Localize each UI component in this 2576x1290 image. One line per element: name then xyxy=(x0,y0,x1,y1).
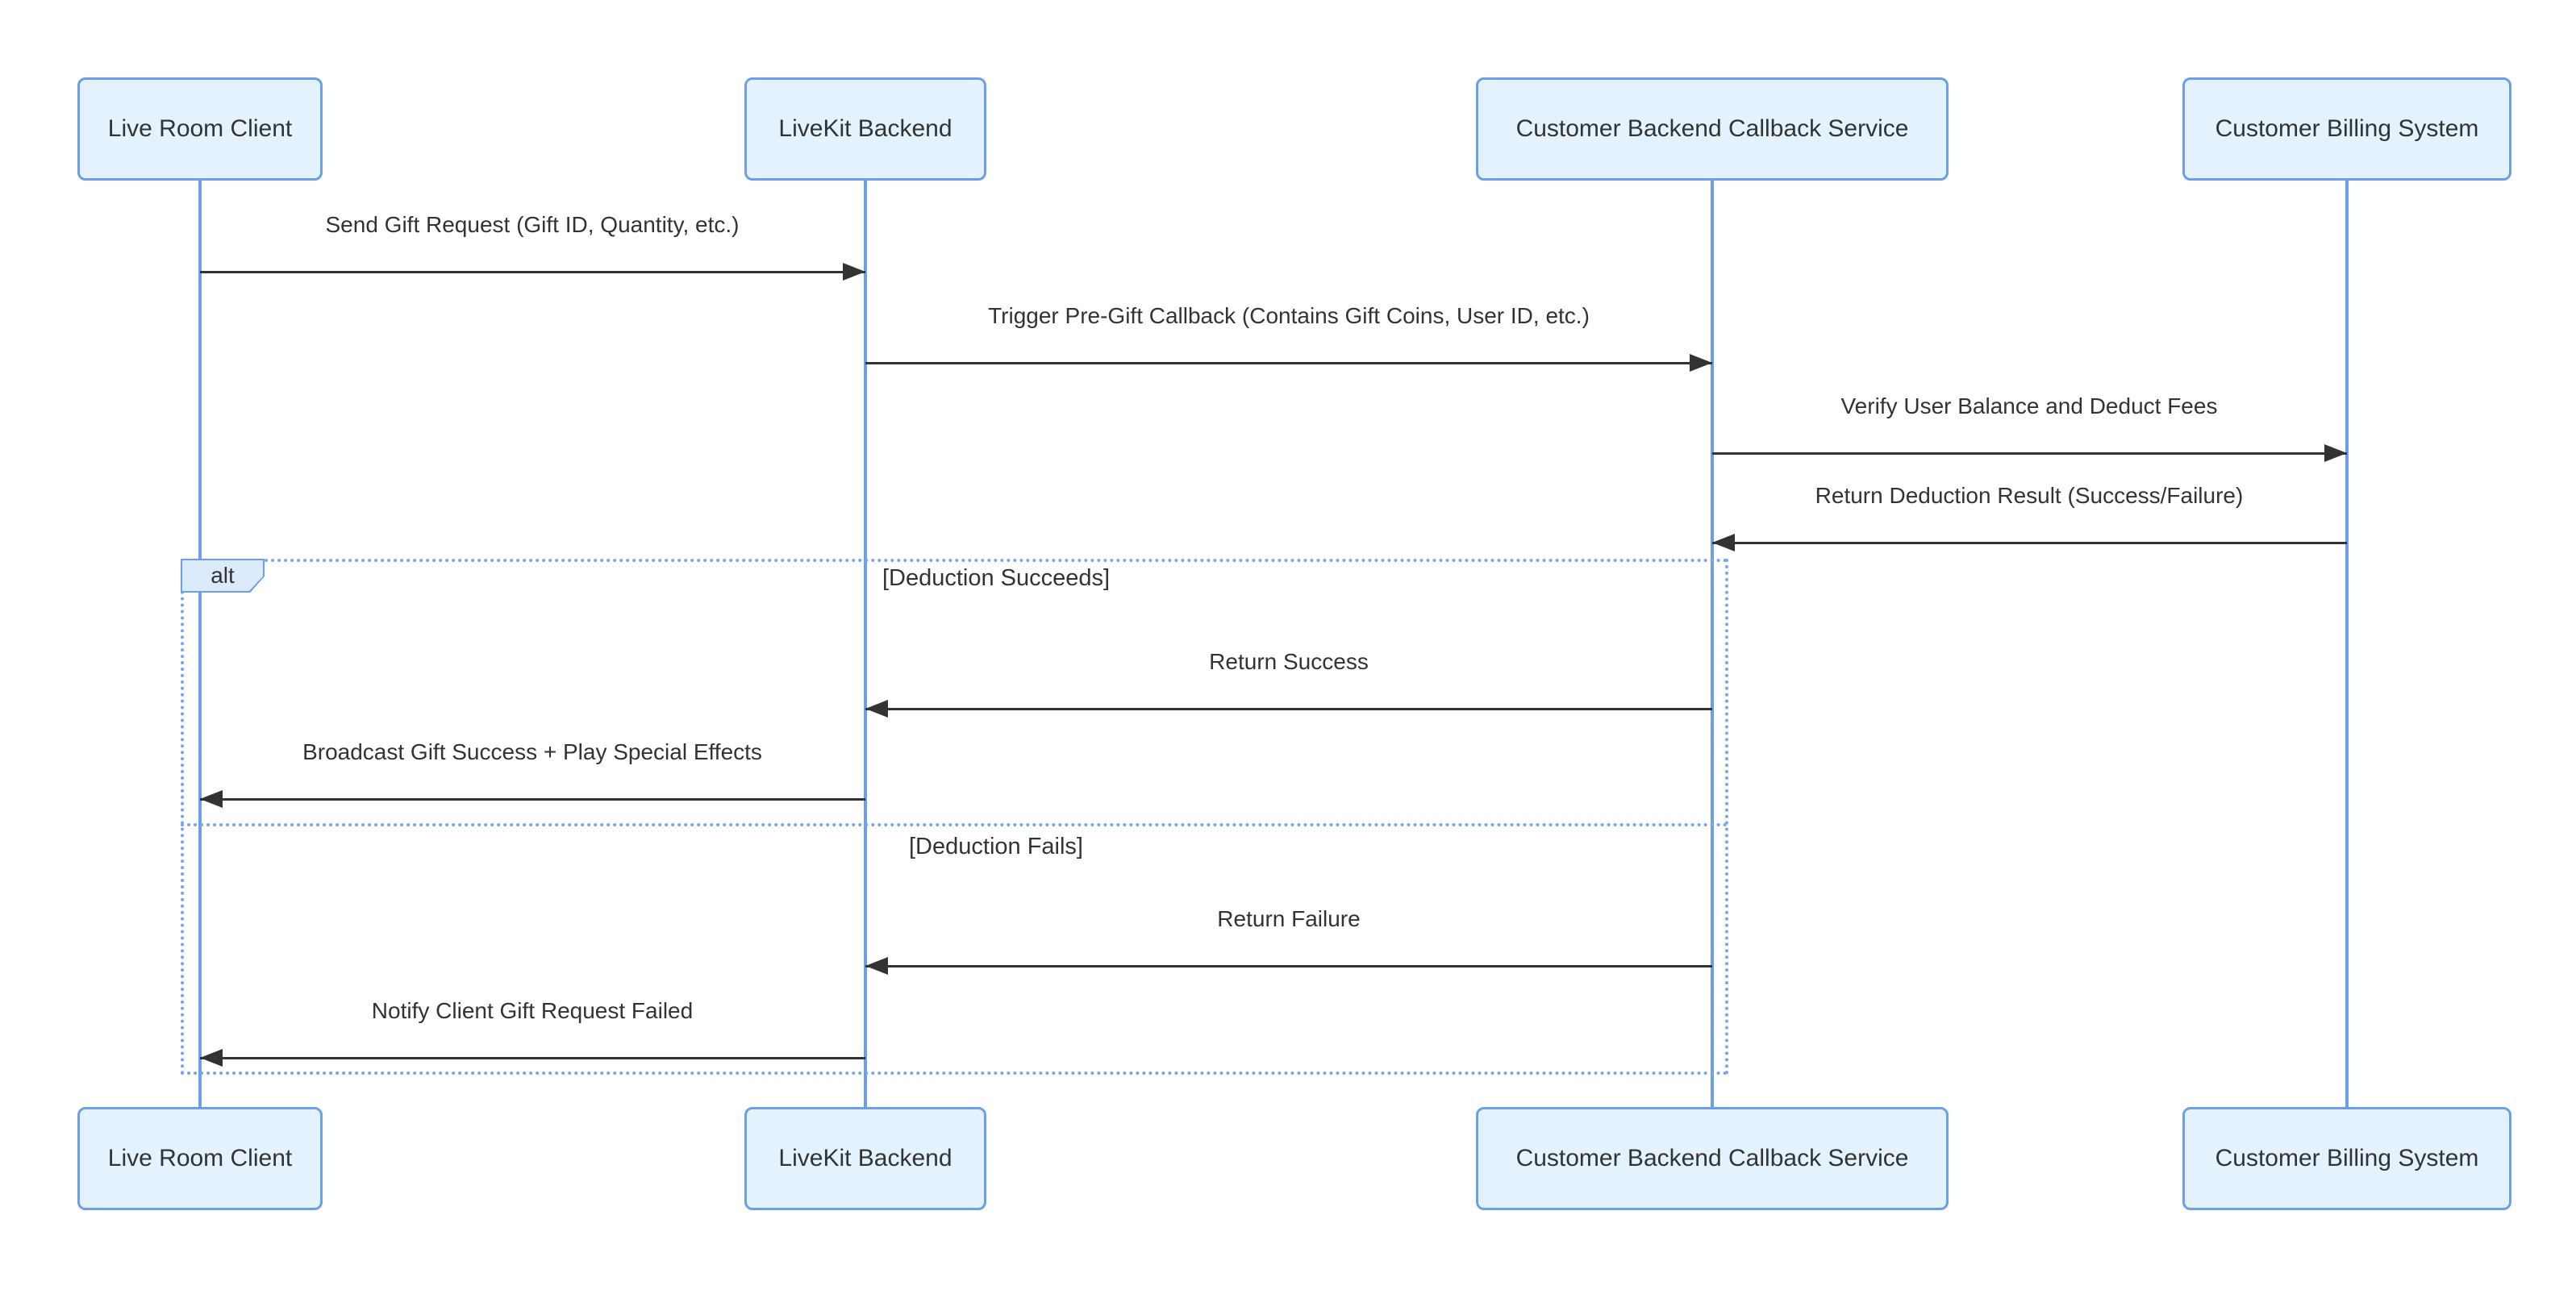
arrowhead-left-icon xyxy=(200,790,223,808)
alt-frame-tag: alt xyxy=(181,559,265,593)
lifeline-live-room-client xyxy=(198,181,202,1107)
message-label: Return Success xyxy=(1209,649,1369,674)
message-arrow-line xyxy=(865,708,1712,710)
actor-bottom-customer-backend-callback-service: Customer Backend Callback Service xyxy=(1476,1107,1949,1210)
message-label: Verify User Balance and Deduct Fees xyxy=(1840,393,2218,418)
actor-top-livekit-backend: LiveKit Backend xyxy=(744,77,986,181)
actor-top-customer-backend-callback-service: Customer Backend Callback Service xyxy=(1476,77,1949,181)
actor-bottom-live-room-client: Live Room Client xyxy=(77,1107,323,1210)
message-label: Send Gift Request (Gift ID, Quantity, et… xyxy=(325,212,740,237)
arrowhead-left-icon xyxy=(865,957,888,975)
actor-bottom-livekit-backend: LiveKit Backend xyxy=(744,1107,986,1210)
message-arrow-line xyxy=(865,965,1712,968)
actor-top-live-room-client: Live Room Client xyxy=(77,77,323,181)
arrowhead-right-icon xyxy=(1690,354,1712,372)
actor-top-customer-billing-system: Customer Billing System xyxy=(2182,77,2511,181)
arrowhead-left-icon xyxy=(865,700,888,718)
message-label: Broadcast Gift Success + Play Special Ef… xyxy=(302,739,762,764)
alt-guard-deduction-succeeds: [Deduction Succeeds] xyxy=(882,565,1111,591)
arrowhead-right-icon xyxy=(2324,444,2347,462)
message-label: Notify Client Gift Request Failed xyxy=(371,998,694,1023)
message-label: Trigger Pre-Gift Callback (Contains Gift… xyxy=(988,303,1590,328)
message-arrow-line xyxy=(200,1057,865,1059)
actor-bottom-customer-billing-system: Customer Billing System xyxy=(2182,1107,2511,1210)
message-label: Return Deduction Result (Success/Failure… xyxy=(1815,483,2244,508)
message-arrow-line xyxy=(1712,542,2347,544)
lifeline-customer-billing-system xyxy=(2345,181,2349,1107)
arrowhead-left-icon xyxy=(1712,534,1735,551)
arrowhead-right-icon xyxy=(843,263,865,281)
alt-frame-tag-label: alt xyxy=(182,560,263,591)
lifeline-customer-backend-callback-service xyxy=(1711,181,1714,1107)
lifeline-livekit-backend xyxy=(864,181,867,1107)
alt-guard-deduction-fails: [Deduction Fails] xyxy=(909,834,1083,859)
arrowhead-left-icon xyxy=(200,1049,223,1067)
message-arrow-line xyxy=(1712,452,2347,455)
message-arrow-line xyxy=(865,362,1712,364)
message-arrow-line xyxy=(200,271,865,273)
alt-frame xyxy=(181,559,1728,1075)
alt-section-divider xyxy=(181,823,1728,826)
message-arrow-line xyxy=(200,798,865,801)
message-label: Return Failure xyxy=(1217,906,1361,931)
